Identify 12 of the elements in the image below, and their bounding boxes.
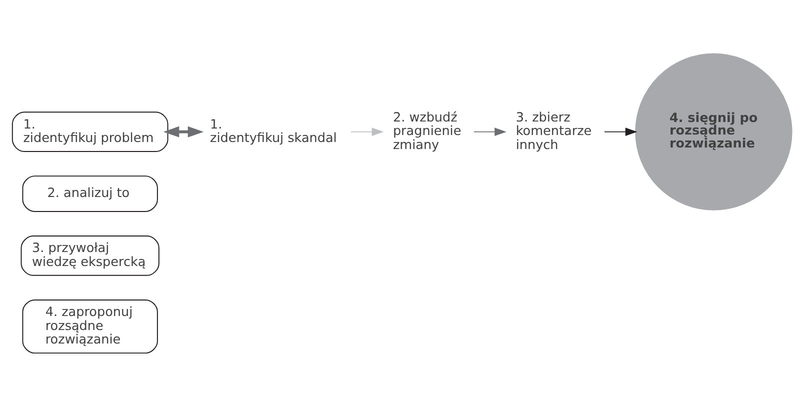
node-circle: 4. sięgnij po rozsądne rozwiązanie <box>635 52 792 210</box>
arrow <box>473 127 506 136</box>
node-box: 4. zaproponuj rozsądne rozwiązanie <box>22 298 158 354</box>
node-text: 3. zbierz komentarze innych <box>516 110 592 152</box>
arrow <box>350 127 384 136</box>
node-box: 3. przywołaj wiedzę ekspercką <box>20 235 160 276</box>
node-box: 2. analizuj to <box>22 175 158 212</box>
arrow <box>604 127 638 136</box>
node-box: 1. zidentyfikuj problem <box>12 111 168 152</box>
arrow <box>163 126 204 137</box>
node-text: 1. zidentyfikuj skandal <box>210 116 337 146</box>
node-text: 2. wzbudź pragnienie zmiany <box>392 110 462 152</box>
